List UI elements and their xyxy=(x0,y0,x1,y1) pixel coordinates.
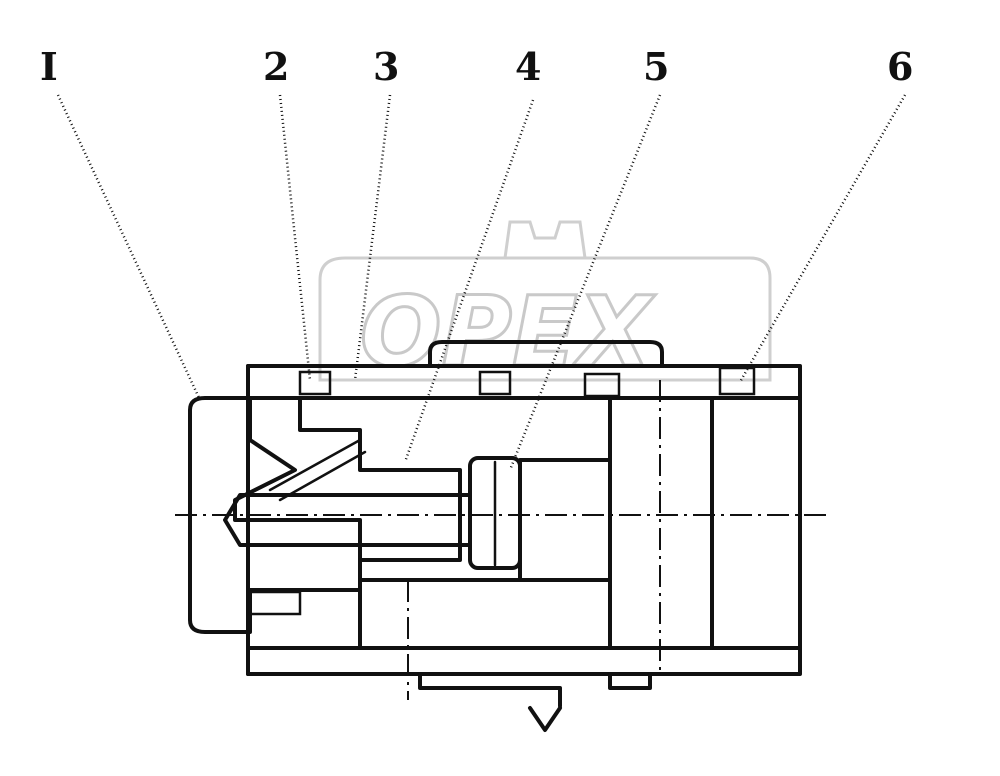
seal-rings xyxy=(248,366,756,616)
callout-2: 2 xyxy=(263,44,289,89)
callout-5: 5 xyxy=(643,44,669,89)
svg-text:OPEX: OPEX xyxy=(360,276,656,388)
watermark-logo: OPEX xyxy=(318,220,772,390)
callout-1: I xyxy=(40,44,58,89)
left-end-cap xyxy=(188,396,362,634)
callout-6: 6 xyxy=(887,44,913,89)
plunger xyxy=(223,456,522,570)
callout-4: 4 xyxy=(515,44,541,89)
callout-labels: I 2 3 4 5 6 xyxy=(40,44,913,89)
center-lines xyxy=(175,380,830,700)
callout-3: 3 xyxy=(373,44,399,89)
leader-lines xyxy=(56,94,907,471)
top-port xyxy=(428,340,664,368)
right-end-block xyxy=(710,396,802,650)
spring xyxy=(268,438,367,502)
bottom-port xyxy=(418,672,652,732)
